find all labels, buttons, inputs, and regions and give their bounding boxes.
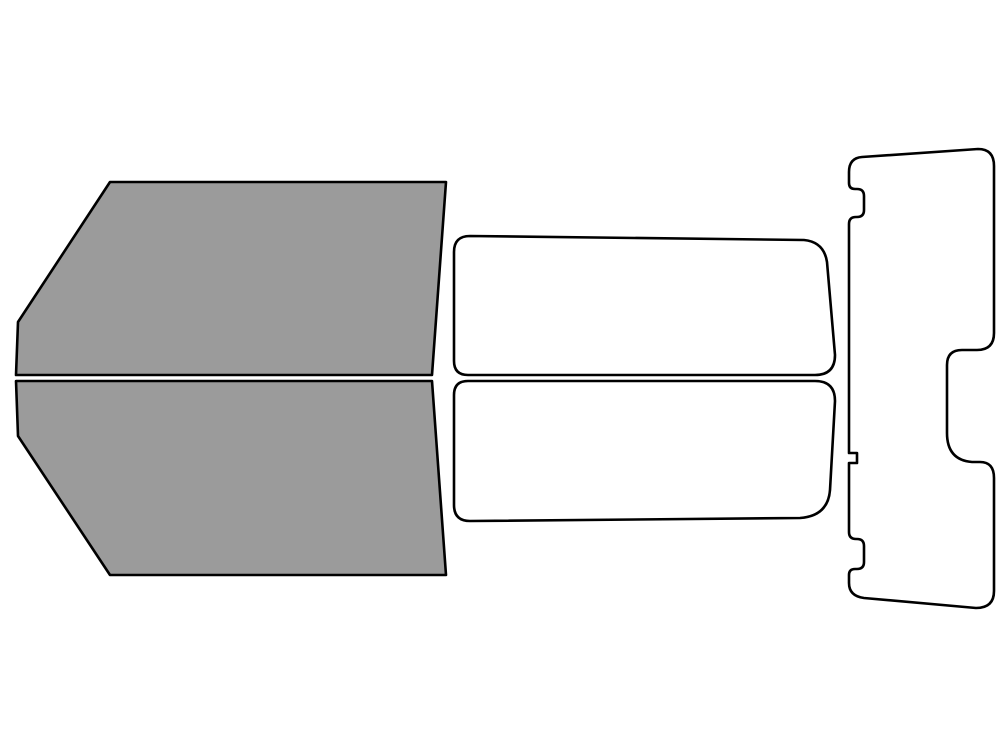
back-glass — [847, 147, 996, 610]
rear-left-window — [452, 234, 837, 377]
front-right-window — [14, 379, 448, 577]
front-left-window — [14, 180, 448, 377]
rear-right-window — [452, 379, 837, 523]
